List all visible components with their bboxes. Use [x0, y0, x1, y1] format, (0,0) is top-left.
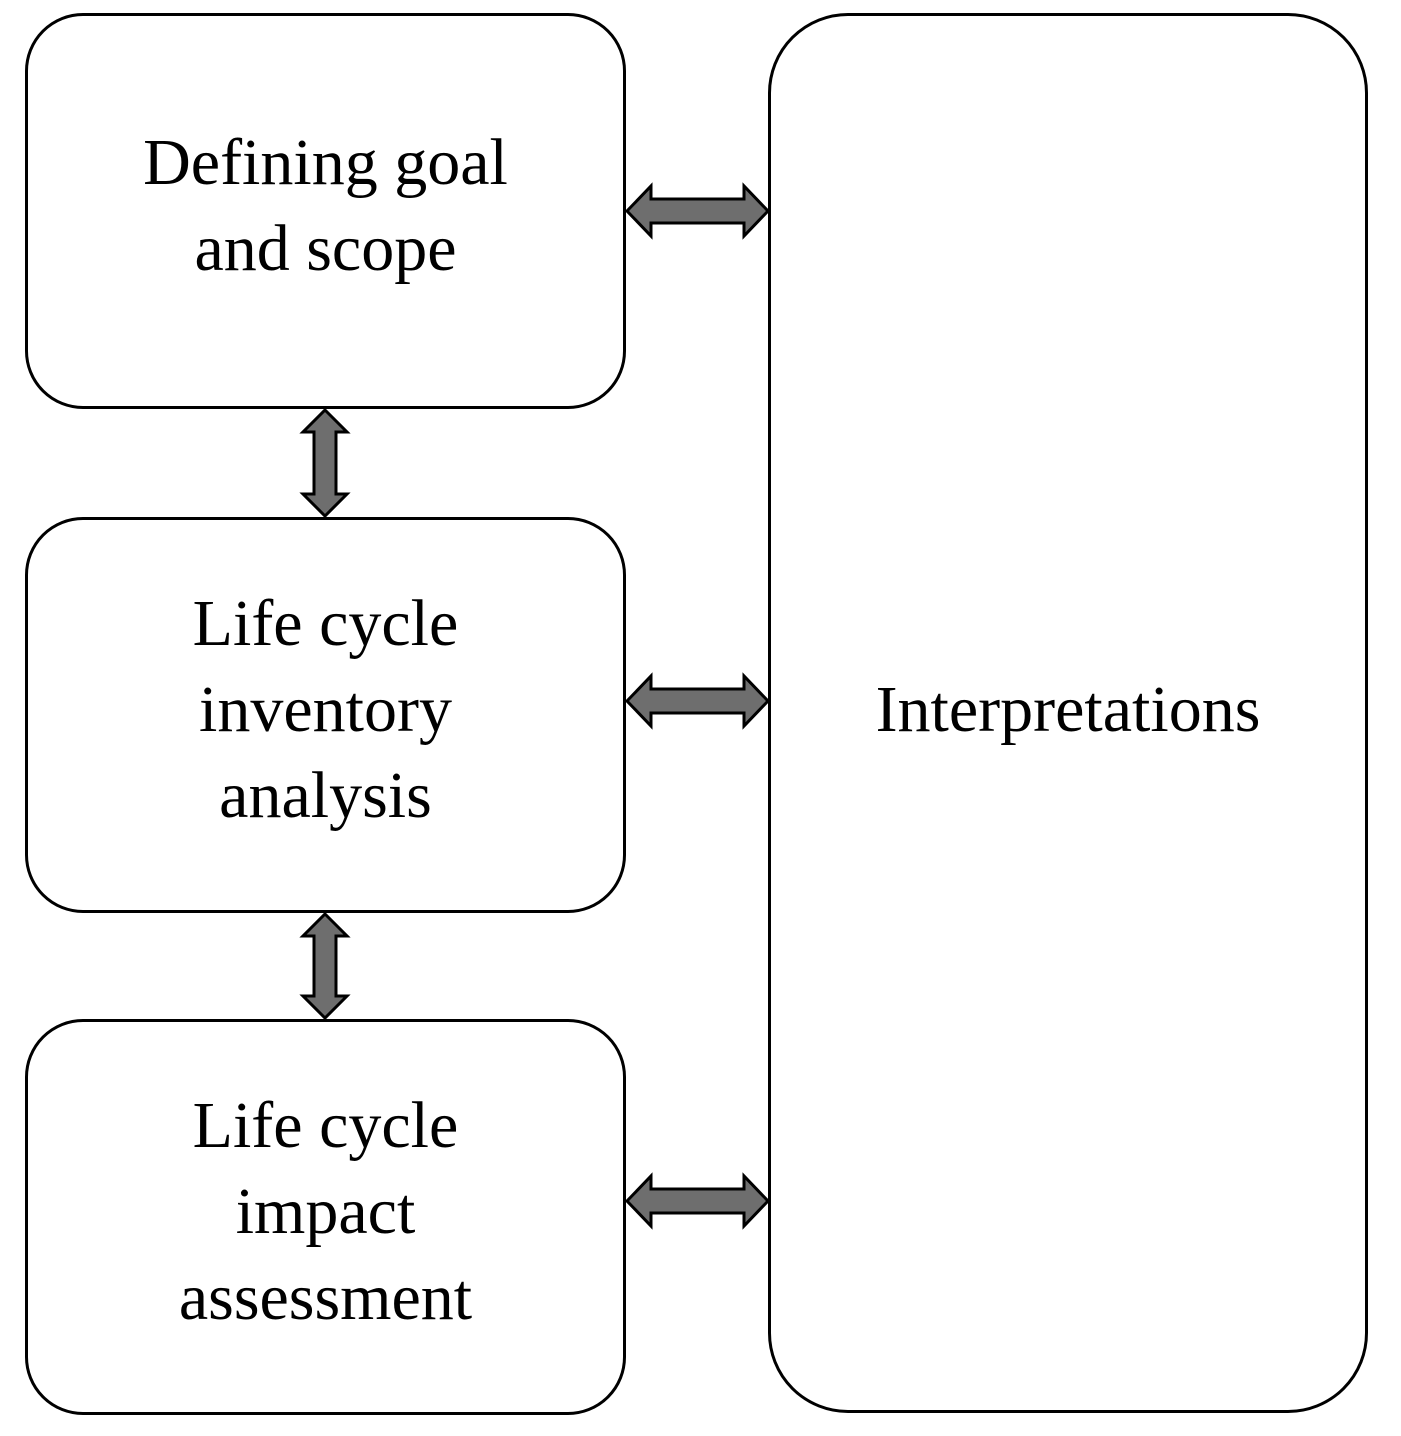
inventory-analysis-box: Life cycle inventory analysis [25, 517, 626, 913]
impact-assessment-label: Life cycle impact assessment [179, 1083, 472, 1351]
arrow-inventory-impact [299, 911, 351, 1021]
impact-assessment-label-line-3: assessment [178, 1261, 473, 1334]
arrow-goal-inventory [299, 407, 351, 519]
impact-assessment-label-line-1: Life cycle [192, 1089, 459, 1162]
inventory-analysis-label-line-3: analysis [219, 759, 432, 832]
inventory-analysis-label: Life cycle inventory analysis [193, 581, 459, 849]
goal-scope-label-line-1: Defining goal [143, 126, 508, 199]
impact-assessment-box: Life cycle impact assessment [25, 1019, 626, 1415]
goal-scope-box: Defining goal and scope [25, 13, 626, 409]
inventory-analysis-label-line-1: Life cycle [192, 587, 459, 660]
arrow-inventory-interpretations [624, 672, 771, 730]
inventory-analysis-label-line-2: inventory [199, 673, 452, 746]
goal-scope-label: Defining goal and scope [143, 120, 508, 302]
arrow-goal-interpretations [624, 182, 771, 240]
interpretations-box: Interpretations [768, 13, 1368, 1413]
impact-assessment-label-line-2: impact [235, 1175, 416, 1248]
arrow-impact-interpretations [624, 1172, 771, 1230]
interpretations-label: Interpretations [875, 673, 1261, 746]
goal-scope-label-line-2: and scope [194, 212, 457, 285]
